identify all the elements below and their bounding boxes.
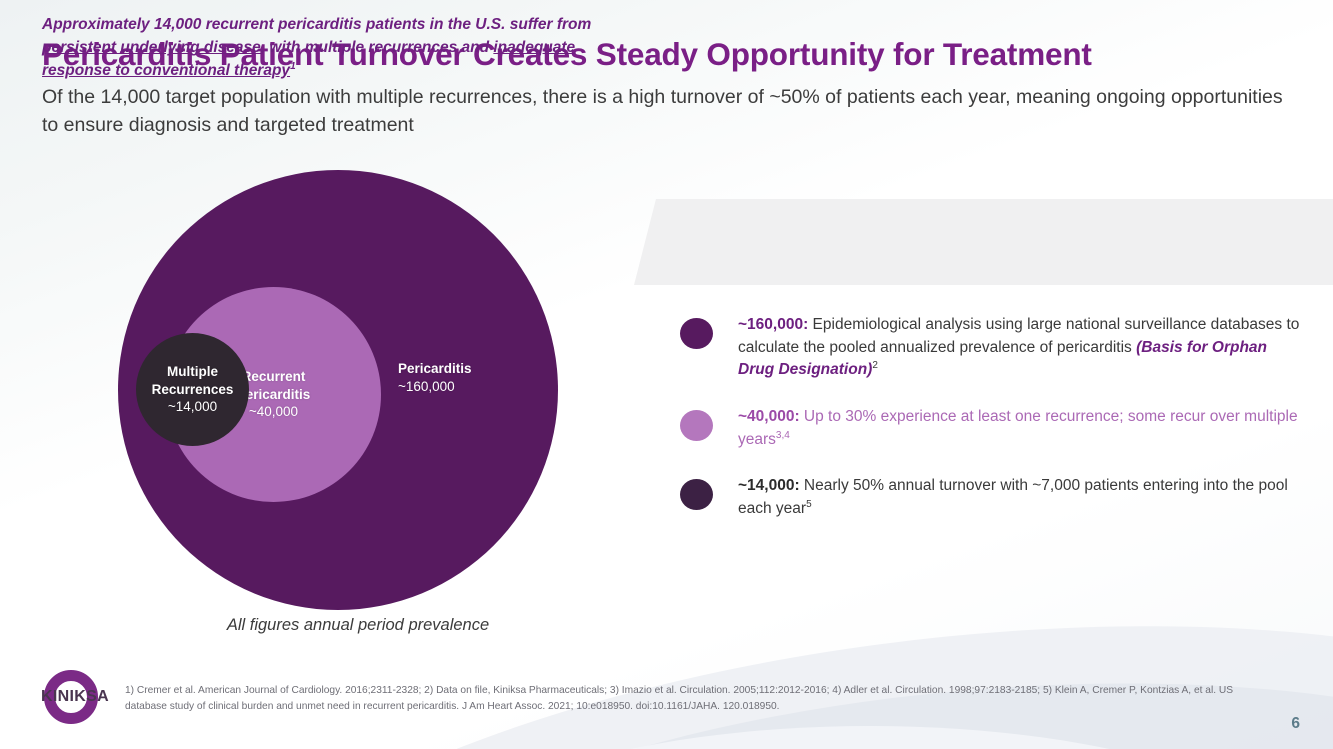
venn-label-pericarditis-title: Pericarditis [398, 361, 472, 376]
bullet-lead: ~40,000: [738, 408, 800, 426]
footnotes-line1: 1) Cremer et al. American Journal of Car… [125, 685, 1138, 696]
bullet-body: ~160,000: Epidemiological analysis using… [738, 312, 1300, 382]
bullet-superscript: 5 [806, 499, 812, 511]
venn-label-pericarditis-value: ~160,000 [398, 378, 455, 394]
footnotes-line2: Kontzias A, et al. US database study of … [125, 685, 1234, 712]
venn-caption: All figures annual period prevalence [226, 616, 490, 634]
bullet-lead: ~160,000: [738, 316, 809, 333]
decorative-swoosh-front [420, 726, 1320, 749]
bullet-superscript: 2 [872, 360, 878, 372]
venn-circle-multiple-recurrences: Multiple Recurrences ~14,000 [136, 333, 249, 446]
bullet-item-40000: ~40,000: Up to 30% experience at least o… [680, 404, 1300, 451]
bullet-list: ~160,000: Epidemiological analysis using… [680, 312, 1300, 543]
bullet-item-14000: ~14,000: Nearly 50% annual turnover with… [680, 473, 1300, 520]
page-title: Pericarditis Patient Turnover Creates St… [42, 36, 1092, 72]
venn-label-recurrent-line1: Recurrent [241, 368, 306, 384]
callout-part2: , with multiple recurrences and [260, 38, 494, 56]
callout-text: Approximately 14,000 recurrent pericardi… [42, 14, 642, 83]
logo-wordmark: KINIKSA [41, 688, 109, 705]
bullet-text: Nearly 50% annual turnover with ~7,000 p… [738, 477, 1288, 518]
bullet-item-160000: ~160,000: Epidemiological analysis using… [680, 312, 1300, 382]
venn-label-pericarditis: Pericarditis ~160,000 [398, 360, 528, 396]
venn-label-multiple-recurrences: Multiple Recurrences ~14,000 [152, 363, 234, 416]
bullet-superscript: 3,4 [775, 429, 790, 441]
venn-label-recurrent-pericarditis: Recurrent Pericarditis ~40,000 [237, 368, 311, 421]
page-number: 6 [1291, 715, 1300, 732]
callout-underline2: inadequate response to conventional ther… [42, 38, 576, 79]
bullet-text: Epidemiological analysis using large nat… [738, 316, 1300, 356]
bullet-dot-icon [680, 479, 713, 511]
venn-label-multiple-line1: Multiple [167, 363, 218, 379]
bullet-dot-icon [680, 318, 713, 349]
bullet-body: ~40,000: Up to 30% experience at least o… [738, 404, 1300, 451]
venn-label-recurrent-value: ~40,000 [248, 404, 299, 420]
venn-diagram: Pericarditis ~160,000 Recurrent Pericard… [118, 170, 598, 620]
venn-label-multiple-value: ~14,000 [167, 399, 218, 415]
bullet-emphasis: (Basis for Orphan Drug Designation) [738, 338, 1268, 379]
callout-part1: Approximately 14,000 recurrent pericardi… [42, 16, 592, 33]
bullet-body: ~14,000: Nearly 50% annual turnover with… [738, 473, 1300, 520]
bullet-text: Up to 30% experience at least one recurr… [738, 408, 1298, 448]
venn-label-multiple-line2: Recurrences [151, 381, 234, 397]
venn-label-recurrent-line2: Pericarditis [236, 386, 311, 402]
page-subtitle: Of the 14,000 target population with mul… [42, 86, 1283, 136]
logo-ring-icon [44, 670, 98, 724]
kiniksa-logo: KINIKSA [26, 668, 122, 730]
bullet-lead: ~14,000: [738, 477, 800, 495]
footnotes: 1) Cremer et al. American Journal of Car… [125, 683, 1275, 714]
bullet-dot-icon [680, 410, 713, 442]
callout-banner [634, 199, 1333, 285]
callout-superscript: 1 [290, 60, 296, 72]
callout-underline1: persistent underlying disease [42, 38, 261, 56]
